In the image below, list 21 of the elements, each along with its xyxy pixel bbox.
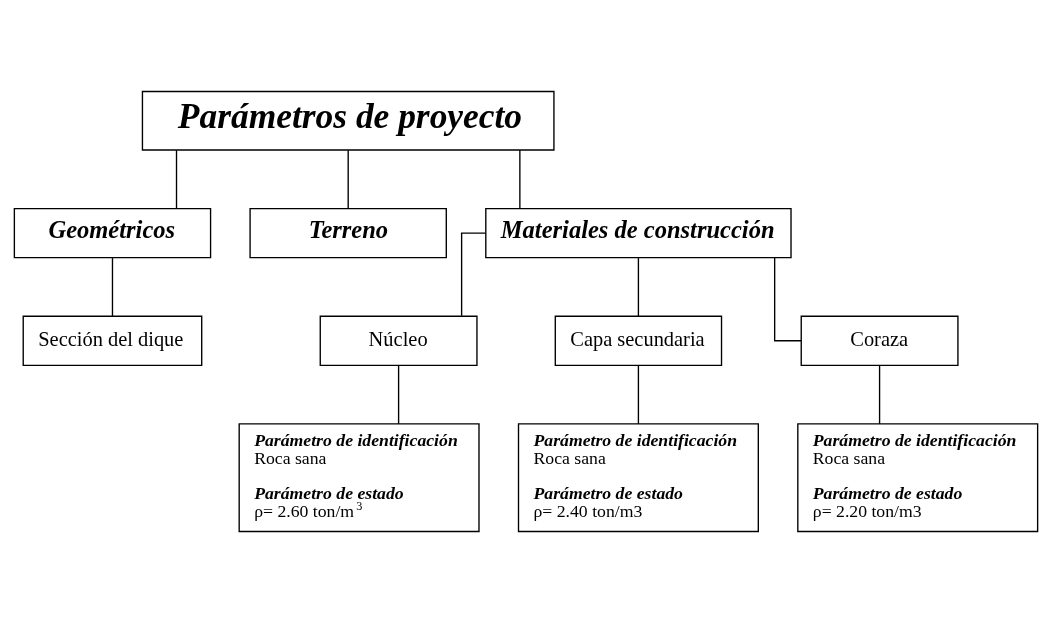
node-box: Parámetro de identificación Roca sana Parámetro de estado ρ= 2.40 ton/m3 (517, 422, 759, 532)
node-box: Parámetro de identificación Roca sana Parámetro de estado ρ= 2.20 ton/m3 (797, 422, 1039, 532)
connector (111, 256, 114, 317)
node-box: Materiales de construcción (485, 207, 792, 258)
connector (175, 149, 178, 209)
node-box: Capa secundaria (554, 315, 723, 366)
node-box: Geométricos (13, 207, 212, 258)
connector (347, 149, 349, 209)
node-box: Sección del dique (22, 315, 203, 366)
connector (460, 231, 487, 316)
connector (637, 256, 640, 317)
connector (519, 149, 521, 209)
connector (878, 364, 881, 424)
node-box: Parámetros de proyecto (141, 90, 555, 151)
node-box: Núcleo (319, 315, 478, 366)
connector (774, 256, 802, 341)
node-box: Terreno (249, 207, 447, 258)
node-box: Coraza (800, 315, 959, 366)
node-box: Parámetro de identificación Roca sana Parámetro de estado ρ= 2.60 ton/m$^{3}$ (238, 422, 480, 532)
connector (637, 364, 640, 424)
connector (397, 364, 400, 424)
